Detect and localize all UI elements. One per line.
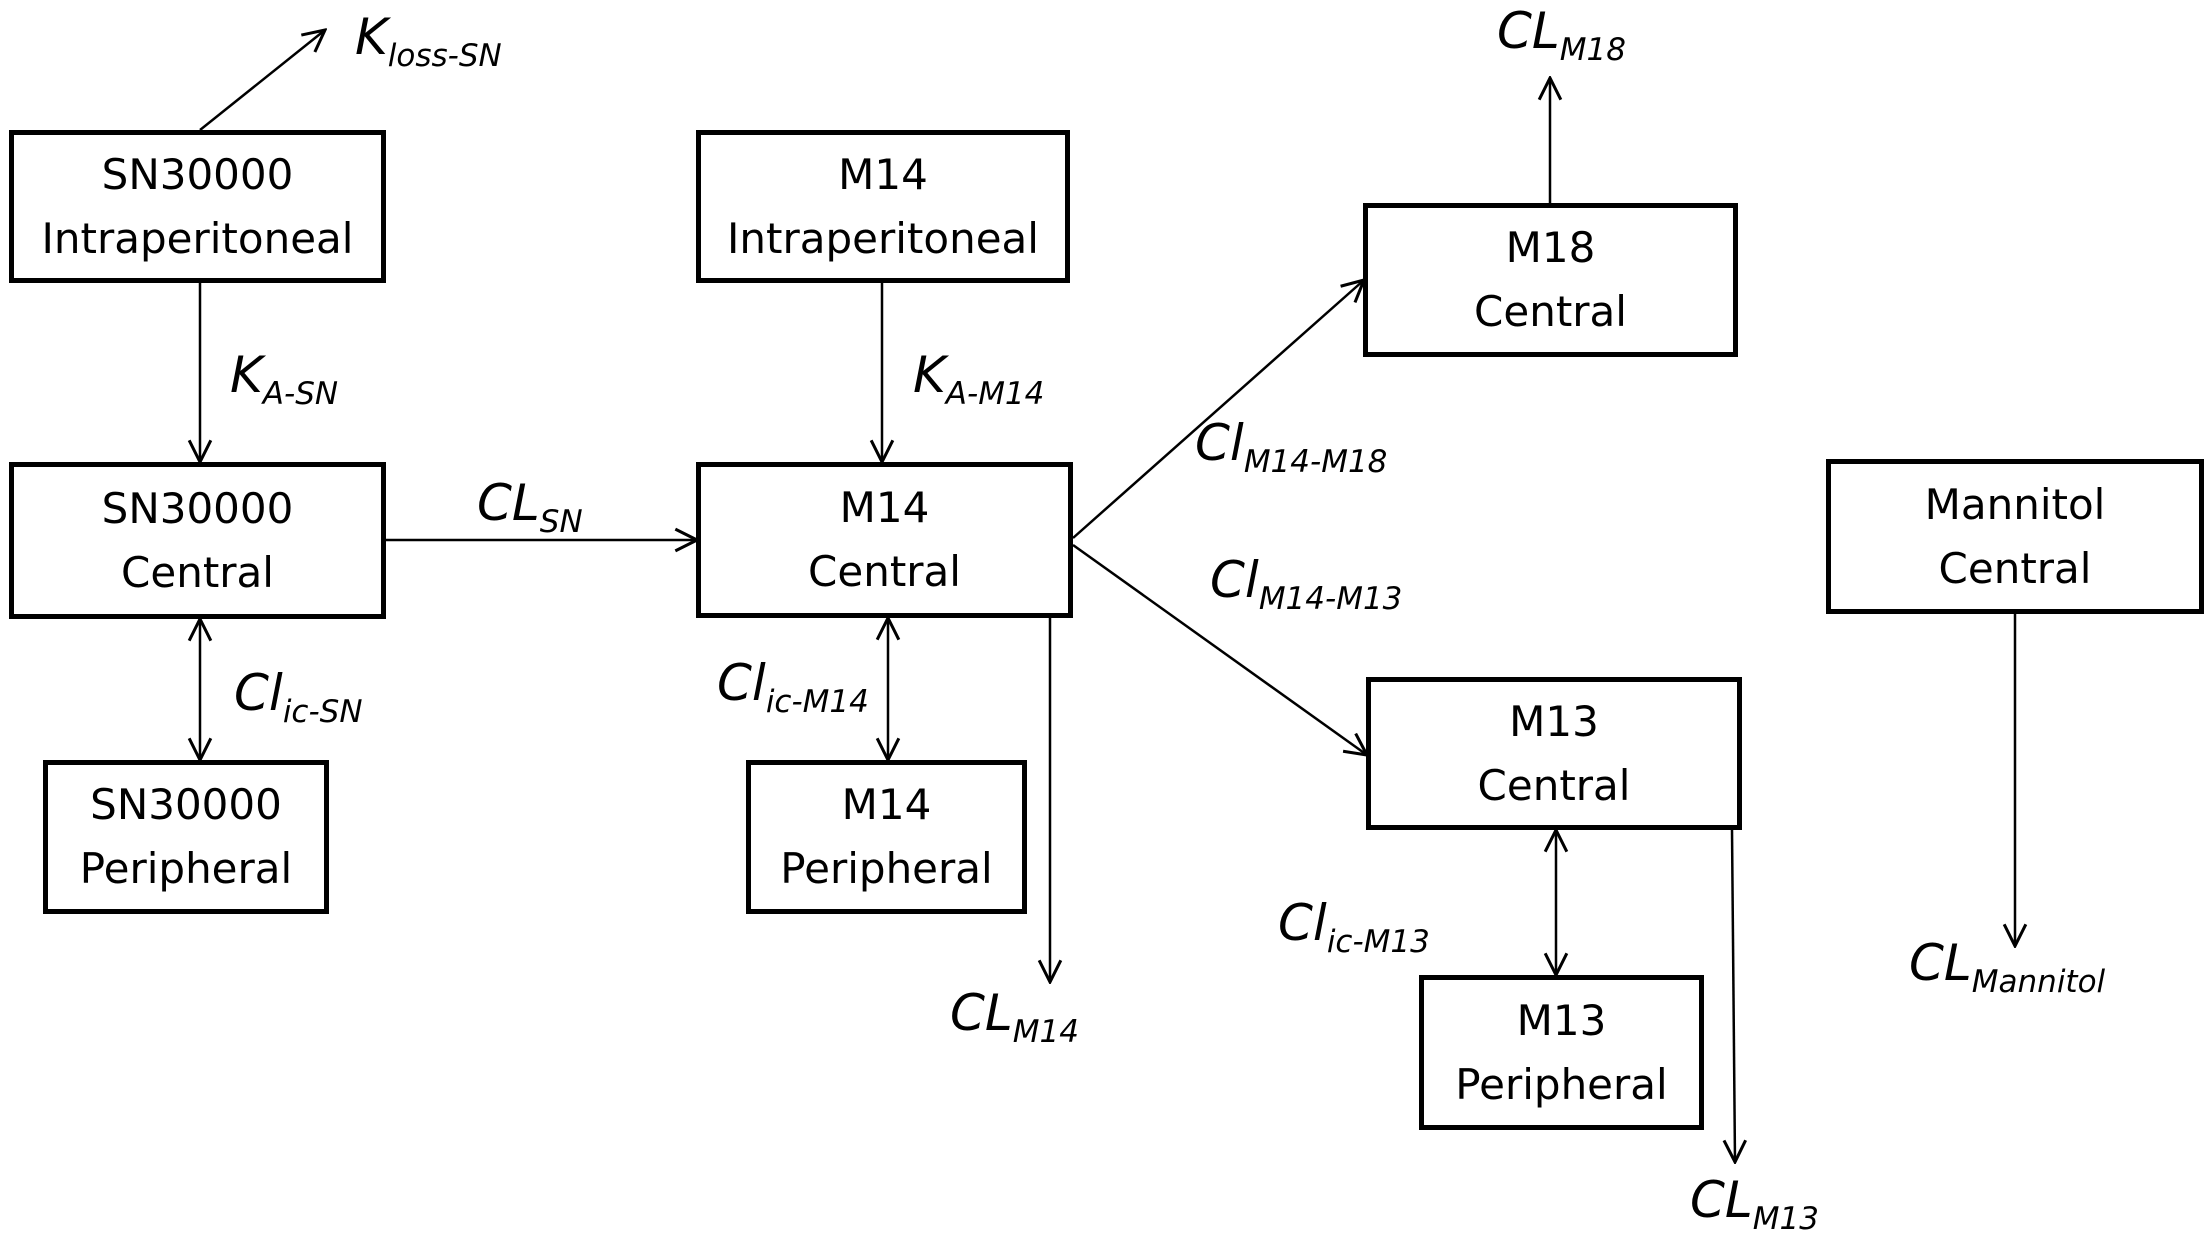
box-line1: SN30000 xyxy=(90,780,282,829)
box-line1: SN30000 xyxy=(101,149,294,199)
label-cl-m14-m18: ClM14-M18 xyxy=(1195,418,1387,477)
label-sub: ic-M13 xyxy=(1326,923,1430,960)
label-sub: M13 xyxy=(1752,1200,1819,1237)
box-line2: Intraperitoneal xyxy=(41,213,354,263)
label-cl-mannitol: CLMannitol xyxy=(1909,938,2105,997)
label-sub: Mannitol xyxy=(1971,963,2106,1000)
arrow-cl-m14-m18 xyxy=(1072,280,1364,539)
box-line1: M14 xyxy=(839,483,930,532)
label-cl-m14: CLM14 xyxy=(950,988,1079,1047)
label-kloss-sn: Kloss-SN xyxy=(355,12,502,71)
m14-intraperitoneal-box: M14 Intraperitoneal xyxy=(696,130,1070,283)
label-main: Cl xyxy=(1210,551,1259,609)
box-line2: Central xyxy=(121,547,274,597)
box-line1: M14 xyxy=(838,149,928,199)
label-sub: A-SN xyxy=(262,375,339,412)
box-line1: M18 xyxy=(1505,223,1596,272)
label-cl-m13: CLM13 xyxy=(1690,1175,1819,1234)
box-line1: Mannitol xyxy=(1924,479,2106,529)
box-line2: Peripheral xyxy=(79,844,293,893)
label-ka-sn: KA-SN xyxy=(230,350,338,409)
label-cl-m14-m13: ClM14-M13 xyxy=(1210,555,1402,614)
box-line1: SN30000 xyxy=(101,483,294,533)
label-clic-sn: Clic-SN xyxy=(234,668,363,727)
label-sub: ic-M14 xyxy=(765,683,869,720)
label-main: CL xyxy=(950,984,1013,1042)
label-main: Cl xyxy=(1278,894,1327,952)
box-line2: Intraperitoneal xyxy=(727,213,1039,263)
box-line2: Central xyxy=(808,547,961,596)
sn30000-peripheral-box: SN30000 Peripheral xyxy=(43,760,329,914)
m13-central-box: M13 Central xyxy=(1366,677,1742,830)
box-line2: Central xyxy=(1477,760,1631,810)
label-sub: M14-M13 xyxy=(1258,580,1403,617)
label-main: K xyxy=(355,8,388,66)
label-cl-m18: CLM18 xyxy=(1497,6,1626,65)
label-sub: ic-SN xyxy=(282,693,363,730)
arrow-kloss-sn xyxy=(199,30,325,131)
label-main: Cl xyxy=(717,654,766,712)
label-main: Cl xyxy=(234,664,283,722)
m14-peripheral-box: M14 Peripheral xyxy=(746,760,1027,914)
label-main: CL xyxy=(1497,2,1560,60)
mannitol-central-box: Mannitol Central xyxy=(1826,459,2204,614)
label-main: K xyxy=(230,346,263,404)
box-line1: M13 xyxy=(1509,696,1599,746)
label-sub: M14 xyxy=(1012,1013,1079,1050)
label-sub: M18 xyxy=(1559,31,1626,68)
label-main: CL xyxy=(477,474,540,532)
box-line2: Peripheral xyxy=(1455,1059,1668,1109)
box-line1: M14 xyxy=(841,780,932,829)
arrow-cl-m14-m13 xyxy=(1072,543,1367,755)
label-main: K xyxy=(913,346,946,404)
label-clic-m14: Clic-M14 xyxy=(717,658,869,717)
label-cl-sn: CLSN xyxy=(477,478,583,537)
m18-central-box: M18 Central xyxy=(1363,203,1738,357)
arrow-cl-m13 xyxy=(1732,829,1735,1162)
box-line1: M13 xyxy=(1516,995,1607,1045)
sn30000-intraperitoneal-box: SN30000 Intraperitoneal xyxy=(9,130,386,283)
label-sub: M14-M18 xyxy=(1243,443,1388,480)
sn30000-central-box: SN30000 Central xyxy=(9,462,386,619)
label-main: CL xyxy=(1690,1171,1753,1229)
label-sub: A-M14 xyxy=(945,375,1045,412)
box-line2: Peripheral xyxy=(780,844,993,893)
label-sub: loss-SN xyxy=(387,37,502,74)
box-line2: Central xyxy=(1938,543,2092,593)
m13-peripheral-box: M13 Peripheral xyxy=(1419,975,1704,1130)
label-sub: SN xyxy=(539,503,583,540)
label-ka-m14: KA-M14 xyxy=(913,350,1044,409)
label-main: Cl xyxy=(1195,414,1244,472)
m14-central-box: M14 Central xyxy=(696,462,1073,618)
label-main: CL xyxy=(1909,934,1972,992)
label-clic-m13: Clic-M13 xyxy=(1278,898,1430,957)
box-line2: Central xyxy=(1474,287,1627,336)
